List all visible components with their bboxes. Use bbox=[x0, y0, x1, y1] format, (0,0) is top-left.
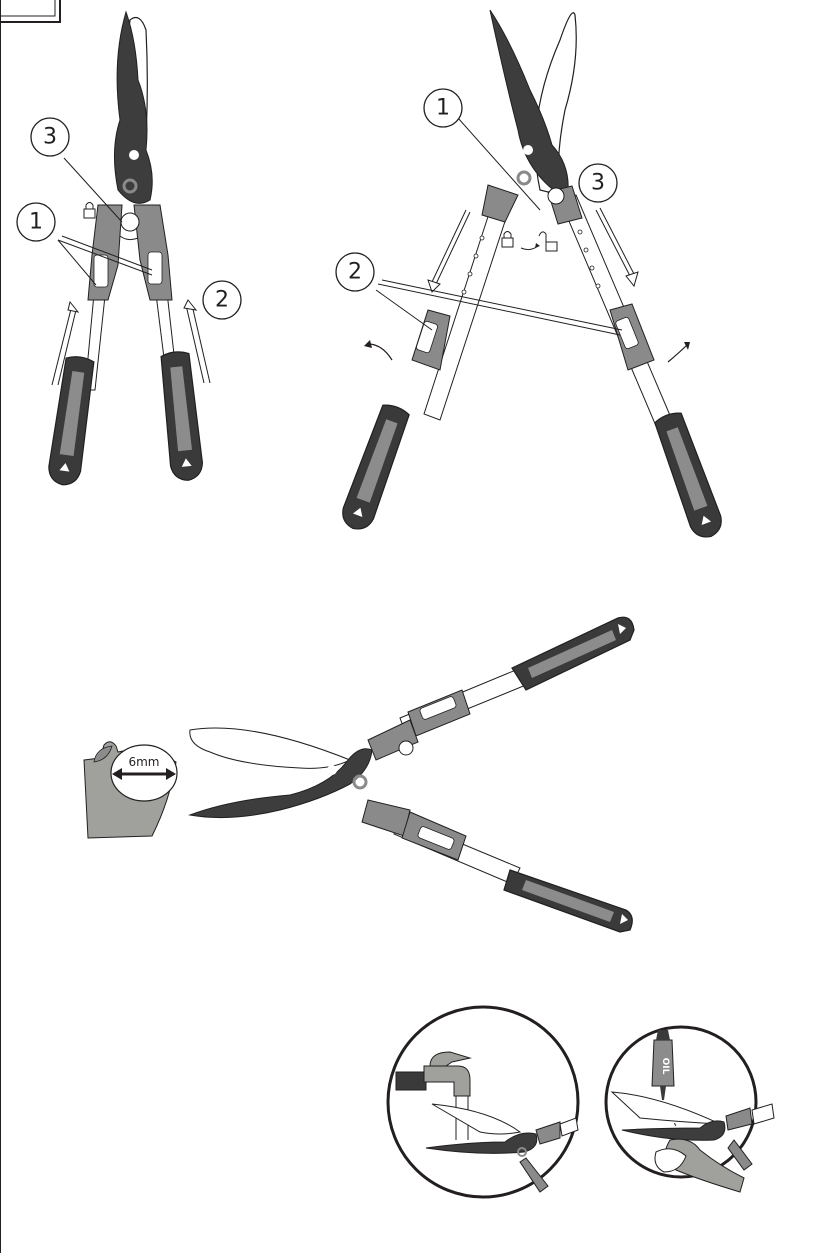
push-arrow-left bbox=[51, 304, 73, 386]
svg-text:2: 2 bbox=[215, 288, 229, 313]
cloth bbox=[654, 1148, 687, 1173]
figure-3-cutting-capacity: 6mm bbox=[83, 616, 635, 933]
svg-text:3: 3 bbox=[43, 125, 57, 150]
svg-text:1: 1 bbox=[29, 210, 43, 235]
figure-4-cleaning: OIL bbox=[386, 1005, 775, 1199]
svg-text:3: 3 bbox=[591, 171, 605, 196]
blade-front bbox=[489, 9, 569, 196]
blade bbox=[425, 1132, 538, 1154]
blade-back bbox=[189, 727, 352, 769]
branch-diameter-label: 6mm bbox=[128, 755, 159, 769]
callout-1: 1 bbox=[423, 88, 463, 128]
callout-3: 3 bbox=[578, 163, 618, 203]
lock-icon bbox=[501, 231, 514, 248]
page-border bbox=[0, 0, 61, 1253]
callout-2: 2 bbox=[202, 280, 242, 320]
svg-text:OIL: OIL bbox=[660, 1058, 670, 1075]
rotate-arrow-right bbox=[667, 343, 689, 363]
figure-1-closed-shears: 1 2 3 bbox=[16, 10, 242, 488]
callout-1: 1 bbox=[16, 202, 56, 242]
callout-2: 2 bbox=[335, 252, 375, 292]
extend-arrow-left bbox=[431, 209, 467, 283]
callout-3: 3 bbox=[30, 117, 70, 157]
lock-icon bbox=[83, 202, 96, 219]
blade-front bbox=[113, 10, 153, 204]
oil-bottle: OIL bbox=[651, 1030, 675, 1100]
rotate-arrow bbox=[119, 235, 139, 241]
extend-arrow-right bbox=[595, 209, 631, 277]
unlock-icon bbox=[538, 231, 558, 252]
water-tap bbox=[395, 1051, 472, 1140]
figure-2-open-shears: 1 2 3 bbox=[335, 9, 727, 543]
svg-text:1: 1 bbox=[436, 96, 450, 121]
svg-text:2: 2 bbox=[348, 260, 362, 285]
push-arrow-right bbox=[185, 304, 205, 384]
rotate-arrow-left bbox=[367, 343, 393, 361]
